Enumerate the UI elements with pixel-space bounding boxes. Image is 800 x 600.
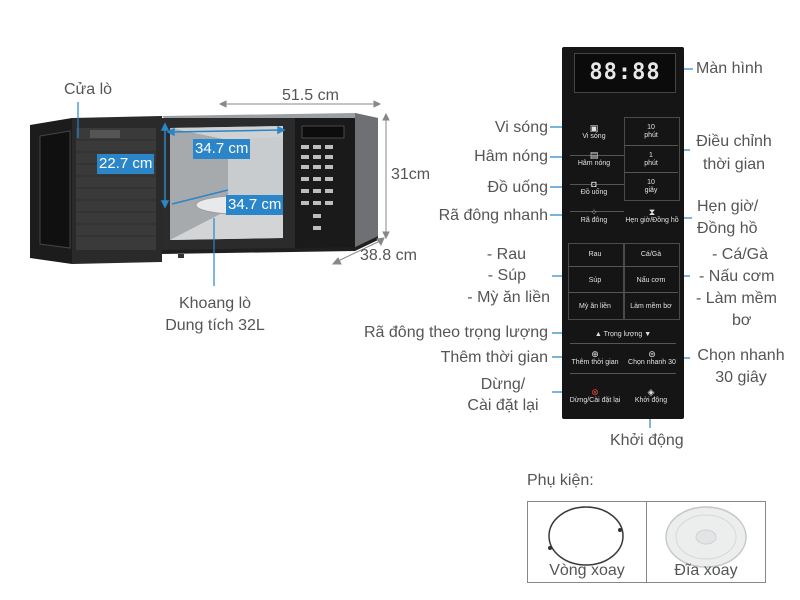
callout-adjust-time-line1: Điều chỉnh [696, 133, 772, 150]
glass-plate-drawing [665, 506, 747, 568]
ring-caption: Vòng xoay [549, 562, 625, 579]
cavity-label-line1: Khoang lò [178, 295, 252, 312]
fish-chicken-button[interactable]: Cá/Gà [640, 251, 662, 258]
inner-dimension-arrows [160, 122, 286, 209]
inner-height-tag: 22.7 cm [97, 154, 155, 174]
oven-leader-lines [77, 102, 215, 286]
arrow-up-icon[interactable]: ▲ [594, 331, 602, 338]
outer-dimension-lines [218, 100, 390, 265]
callout-display: Màn hình [696, 60, 763, 77]
start-button[interactable]: ◈ Khởi động [624, 387, 678, 405]
accessories-table: Vòng xoay Đĩa xoay [527, 501, 766, 583]
callout-reheat: Hâm nóng [474, 148, 548, 165]
plus-circle-icon: ⊕ [591, 349, 599, 359]
callout-stop-line1: Dừng/ [480, 376, 526, 393]
callout-vegetables: - Rau [486, 246, 526, 263]
callout-microwave: Vi sóng [494, 119, 548, 136]
defrost-icon: ⁘ [590, 207, 598, 217]
microwave-icon: ▣ [589, 123, 599, 133]
width-dimension: 51.5 cm [282, 87, 339, 104]
callout-noodles: - Mỳ ăn liền [467, 289, 550, 306]
reheat-button[interactable]: ▤ Hâm nóng [568, 150, 620, 168]
ten-minutes-button[interactable]: 10 phút [644, 124, 658, 139]
height-dimension: 31cm [391, 166, 431, 183]
reheat-icon: ▤ [589, 150, 599, 160]
callout-add-time: Thêm thời gian [440, 349, 548, 366]
noodles-button[interactable]: Mỳ ăn liền [579, 303, 611, 310]
weight-control[interactable]: ▲ Trọng lượng ▼ [594, 331, 652, 338]
callout-rice: - Nấu cơm [699, 268, 775, 285]
soften-butter-button[interactable]: Làm mềm bơ [630, 303, 672, 310]
hourglass-icon: ⧗ [648, 207, 656, 217]
callout-soften-butter-line2: bơ [732, 312, 752, 329]
quick-start-icon: ⊜ [648, 349, 656, 359]
rice-button[interactable]: Nấu cơm [636, 277, 666, 284]
panel-display: 88:88 [574, 53, 676, 93]
callout-stop-line2: Cài đặt lại [467, 397, 539, 414]
arrow-down-icon[interactable]: ▼ [644, 331, 652, 338]
plate-caption: Đĩa xoay [674, 562, 738, 579]
callout-soften-butter: - Làm mềm [696, 290, 777, 307]
accessories-title: Phụ kiện: [527, 472, 594, 489]
stop-reset-button[interactable]: ⊗ Dừng/Cài đặt lại [564, 387, 626, 405]
callout-quick-select-line1: Chọn nhanh [697, 347, 785, 364]
vegetables-button[interactable]: Rau [588, 251, 602, 258]
callout-adjust-time-line2: thời gian [702, 156, 766, 173]
door-label: Cửa lò [64, 81, 113, 98]
stop-icon: ⊗ [591, 387, 599, 397]
soup-button[interactable]: Súp [588, 277, 602, 284]
callout-start: Khởi động [610, 432, 684, 449]
cup-icon: ◘ [591, 179, 597, 189]
one-minute-button[interactable]: 1 phút [644, 152, 658, 167]
cavity-label-line2: Dung tích 32L [165, 317, 265, 334]
quick-30-button[interactable]: ⊜ Chọn nhanh 30 [622, 349, 682, 367]
add-time-button[interactable]: ⊕ Thêm thời gian [566, 349, 624, 367]
turntable-ring-drawing [548, 506, 624, 566]
drinks-button[interactable]: ◘ Đồ uống [568, 179, 620, 197]
start-diamond-icon: ◈ [647, 387, 655, 397]
oven-door [30, 116, 162, 264]
microwave-button[interactable]: ▣ Vi sóng [568, 123, 620, 141]
callout-fish-chicken: - Cá/Gà [712, 246, 769, 263]
inner-depth-tag: 34.7 cm [226, 195, 284, 215]
inner-width-tag: 34.7 cm [193, 139, 251, 159]
ten-seconds-button[interactable]: 10 giây [644, 179, 658, 194]
callout-drinks: Đồ uống [487, 179, 549, 196]
oven-body [162, 113, 378, 258]
callout-quick-select-line2: 30 giây [715, 369, 767, 386]
depth-dimension: 38.8 cm [360, 247, 417, 264]
quick-defrost-button[interactable]: ⁘ Rã đông [568, 207, 620, 225]
callout-weight-defrost: Rã đông theo trọng lượng [364, 324, 548, 341]
callout-quick-defrost: Rã đông nhanh [438, 207, 548, 224]
control-panel: 88:88 ▣ Vi sóng ▤ Hâm nóng ◘ Đồ uống ⁘ R… [562, 47, 684, 419]
callout-timer-line1: Hẹn giờ/ [697, 198, 759, 215]
timer-clock-button[interactable]: ⧗ Hẹn giờ/Đồng hồ [622, 207, 682, 225]
callout-timer-line2: Đồng hồ [697, 220, 758, 237]
callout-soup: - Súp [487, 267, 526, 284]
